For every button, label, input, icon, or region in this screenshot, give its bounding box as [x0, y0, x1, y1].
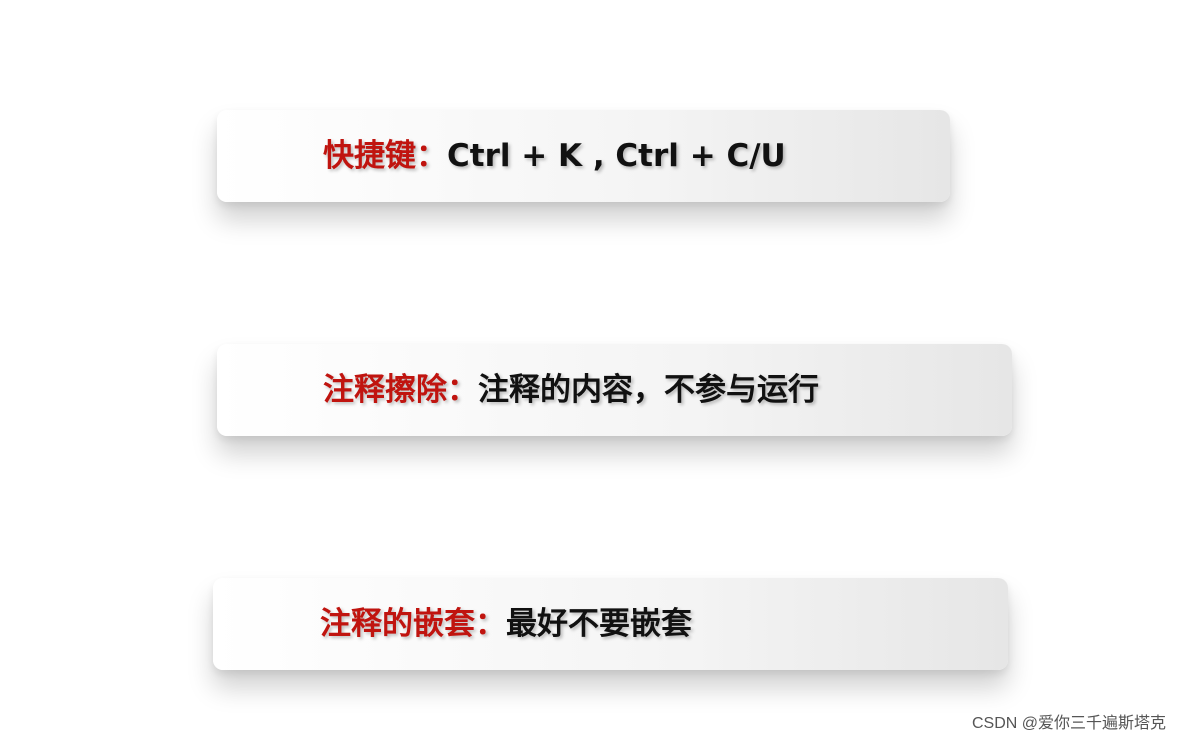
card-label: 注释的嵌套： [320, 605, 506, 642]
card-value: 注释的内容，不参与运行 [478, 371, 819, 408]
card-text: 快捷键：Ctrl + K , Ctrl + C/U [323, 137, 786, 174]
card-label: 注释擦除： [323, 371, 478, 408]
card-text: 注释擦除：注释的内容，不参与运行 [323, 371, 819, 408]
info-card-comment-nesting: 注释的嵌套：最好不要嵌套 [213, 578, 1008, 670]
card-label: 快捷键： [323, 137, 447, 174]
watermark: CSDN @爱你三千遍斯塔克 [971, 715, 1166, 732]
card-value: 最好不要嵌套 [506, 605, 692, 642]
info-card-shortcut: 快捷键：Ctrl + K , Ctrl + C/U [217, 110, 950, 202]
card-text: 注释的嵌套：最好不要嵌套 [320, 605, 692, 642]
info-card-comment-erase: 注释擦除：注释的内容，不参与运行 [217, 344, 1012, 436]
card-value: Ctrl + K , Ctrl + C/U [447, 137, 786, 174]
